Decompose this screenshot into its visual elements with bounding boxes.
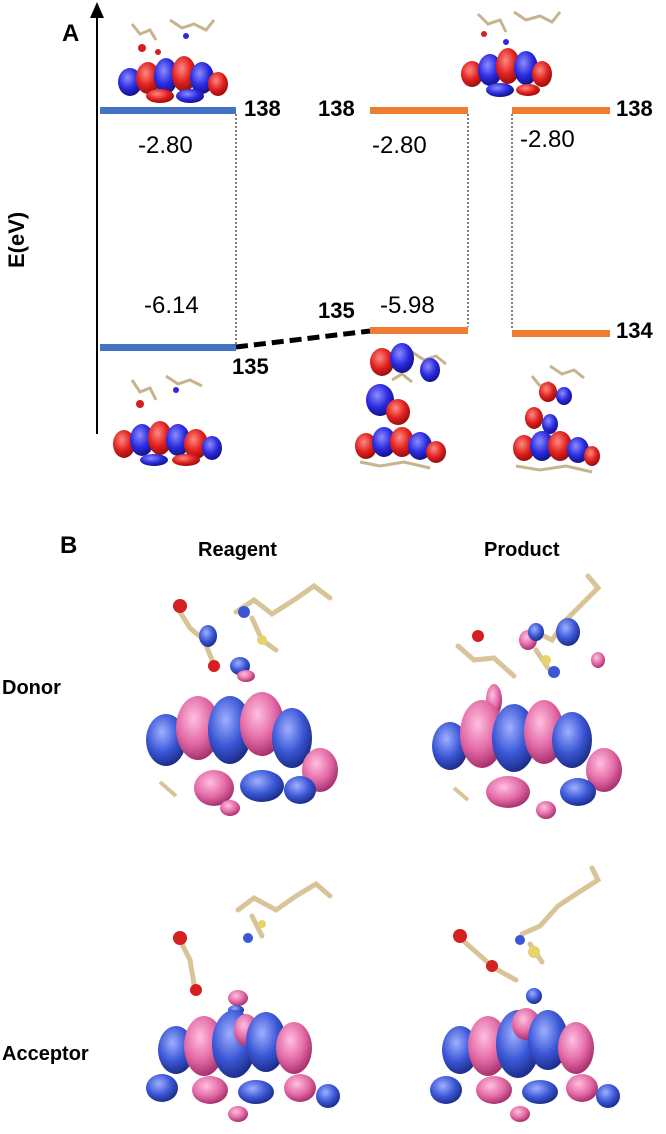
level-col1-top — [100, 107, 236, 114]
orbital-image-col2-top — [461, 12, 560, 97]
column-header-product: Product — [484, 540, 560, 560]
orbital-label-col3-top: 138 — [616, 98, 653, 120]
column-header-reagent: Reagent — [198, 540, 277, 560]
orbital-label-col3-bottom: 134 — [616, 320, 653, 342]
reagent-acceptor-orbital-image — [146, 884, 340, 1122]
energy-label-col1-bottom: -6.14 — [144, 294, 199, 318]
level-col2-bottom — [370, 327, 468, 334]
energy-label-col2-bottom: -5.98 — [380, 294, 435, 318]
level-col3-bottom — [512, 330, 610, 337]
energy-axis-arrowhead — [90, 2, 104, 18]
orbital-label-col2-top: 138 — [318, 98, 355, 120]
orbital-image-col1-bottom — [113, 376, 222, 466]
orbital-image-col2-bottom — [355, 343, 446, 468]
level-col2-top — [370, 107, 468, 114]
level-col3-top — [512, 107, 610, 114]
energy-label-col2-top: -2.80 — [372, 134, 427, 158]
orbital-label-col1-top: 138 — [244, 98, 281, 120]
orbital-label-col1-bottom: 135 — [232, 356, 269, 378]
row-header-donor: Donor — [2, 678, 61, 698]
orbital-image-col1-top — [118, 20, 228, 103]
panel-a-label: A — [62, 22, 79, 46]
level-col1-bottom — [100, 344, 236, 351]
row-header-acceptor: Acceptor — [2, 1044, 89, 1064]
connector-135-dashed — [236, 331, 370, 347]
reagent-donor-orbital-image — [146, 586, 338, 816]
energy-axis-title: E(eV) — [6, 212, 28, 268]
orbital-image-col3-bottom — [513, 366, 600, 472]
product-acceptor-orbital-image — [430, 868, 620, 1122]
energy-label-col3-top: -2.80 — [520, 128, 575, 152]
orbital-label-col2-bottom: 135 — [318, 300, 355, 322]
product-donor-orbital-image — [432, 576, 622, 819]
panel-b-label: B — [60, 534, 77, 558]
energy-label-col1-top: -2.80 — [138, 134, 193, 158]
